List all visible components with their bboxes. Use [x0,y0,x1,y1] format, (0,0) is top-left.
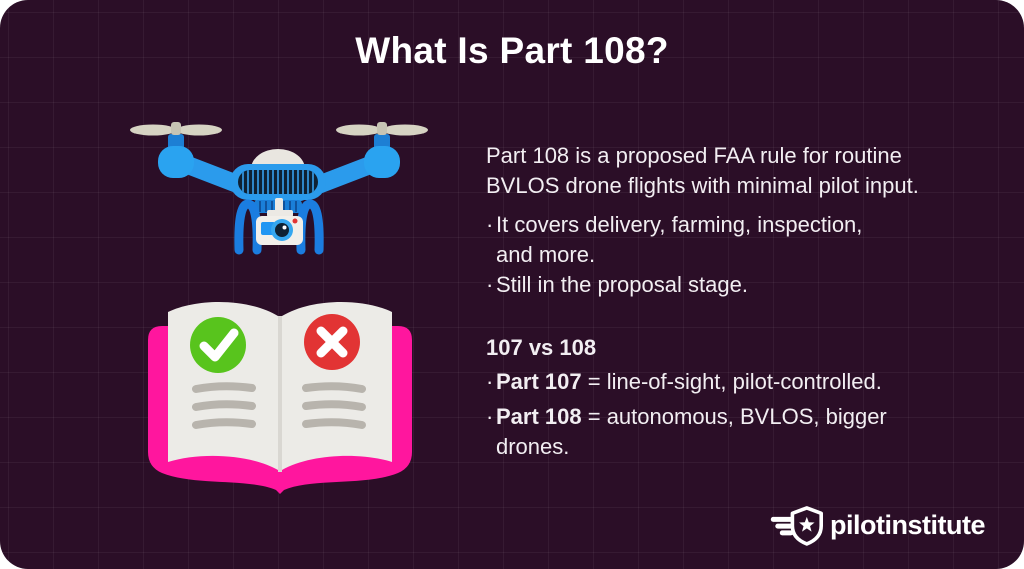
intro-line-1: Part 108 is a proposed FAA rule for rout… [486,143,902,168]
intro-line-2: BVLOS drone flights with minimal pilot i… [486,173,919,198]
list-item: · Part 107 = line-of-sight, pilot-contro… [486,367,978,397]
page-title: What Is Part 108? [355,30,669,71]
bullet-dot: · [486,404,494,429]
overview-bullet-list: · It covers delivery, farming, inspectio… [486,210,978,300]
quadcopter-drone-icon [130,122,428,255]
comparison-definition: = line-of-sight, pilot-controlled. [581,369,882,394]
brand-name: pilotinstitute [830,509,985,540]
page-text-lines [192,382,366,429]
book-illustration [142,292,418,504]
intro-paragraph: Part 108 is a proposed FAA rule for rout… [486,141,978,201]
open-book-icon [148,301,412,494]
comparison-definition-continued: drones. [496,434,570,459]
cross-icon [304,314,360,370]
check-icon [190,317,246,373]
comparison-term: Part 107 [496,369,582,394]
drone-illustration [118,112,440,264]
comparison-term: Part 108 [496,404,582,429]
bullet-dot: · [486,369,494,394]
list-item: · Part 108 = autonomous, BVLOS, bigger d… [486,402,978,462]
content-column: Part 108 is a proposed FAA rule for rout… [486,141,978,462]
bullet-dot: · [486,272,494,297]
pilot-institute-logo: pilotinstitute [769,503,985,547]
list-item: · It covers delivery, farming, inspectio… [486,212,863,267]
propeller-left-icon [130,122,222,178]
winged-shield-star-icon [770,506,824,546]
list-item: · Still in the proposal stage. [486,270,978,300]
comparison-list: · Part 107 = line-of-sight, pilot-contro… [486,367,978,462]
bullet-dot: · [486,212,494,237]
drone-camera-icon [256,198,303,245]
comparison-heading: 107 vs 108 [486,335,597,360]
propeller-right-icon [336,122,428,178]
comparison-definition: = autonomous, BVLOS, bigger [581,404,887,429]
